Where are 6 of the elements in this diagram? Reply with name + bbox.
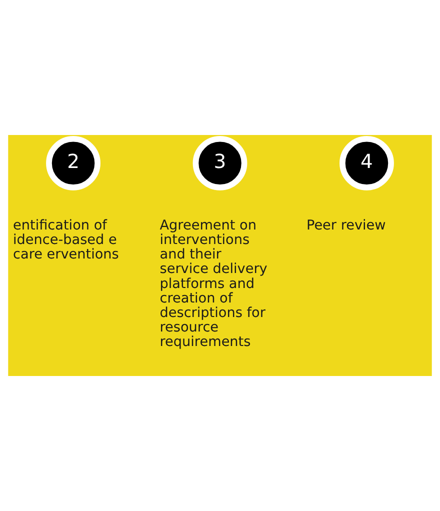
node-circle: 3 <box>192 136 248 190</box>
node-circle: 4 <box>340 136 394 190</box>
node-label: Agreement on interventions and their service delivery platforms and creation of descriptions for resource requirements <box>160 217 268 350</box>
node-circle: 2 <box>46 136 100 190</box>
node-label: entification of idence-based e care erventions <box>13 217 119 263</box>
node-label: Peer review <box>306 217 386 234</box>
